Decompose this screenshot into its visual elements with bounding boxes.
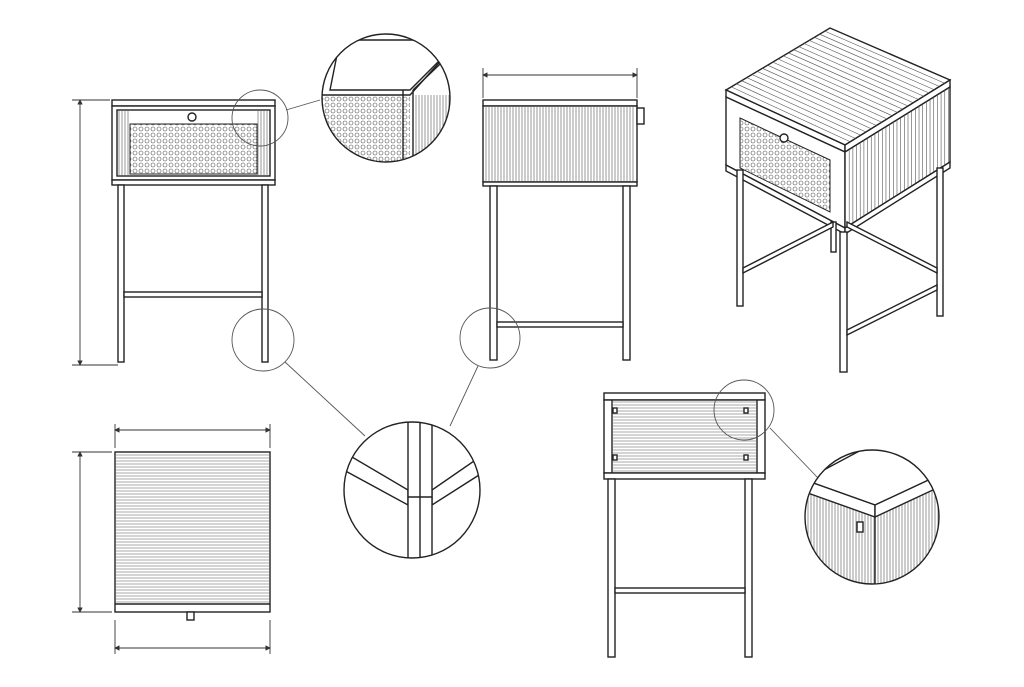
- crossbar: [496, 321, 624, 328]
- detail-marker-corner: [231, 89, 289, 147]
- detail-corner-cane: [285, 33, 451, 163]
- hatch-line: [793, 49, 914, 104]
- hatch-line: [824, 30, 945, 84]
- frame-rail: [111, 179, 276, 186]
- hatch-line: [788, 52, 909, 107]
- hatch-line: [777, 58, 898, 113]
- frame-rail: [482, 181, 638, 187]
- crossbar: [123, 291, 263, 298]
- leg: [936, 167, 944, 317]
- tabletop: [111, 99, 276, 107]
- hatch-line: [757, 71, 877, 126]
- hatch-line: [783, 55, 903, 110]
- crossbar: [614, 587, 746, 594]
- isometric-view: [724, 27, 952, 373]
- hatch-line: [736, 83, 856, 139]
- back-panel: [603, 399, 766, 474]
- leg-right: [622, 185, 631, 361]
- cane-panel: [739, 117, 831, 213]
- side-panel: [482, 105, 638, 183]
- hatch-line: [746, 77, 867, 133]
- hatch-line: [741, 80, 861, 136]
- back-view: [603, 379, 775, 658]
- cane-panel: [129, 123, 258, 175]
- leg-right: [744, 478, 753, 658]
- top-view: [72, 424, 271, 654]
- tabletop-plan: [114, 451, 271, 613]
- detail-marker-corner: [713, 379, 775, 441]
- tabletop: [482, 99, 638, 107]
- hatch-line: [809, 40, 930, 94]
- leg-right: [261, 184, 269, 363]
- tabletop: [603, 392, 766, 401]
- hatch-line: [814, 37, 935, 91]
- hatch-line: [767, 64, 888, 120]
- hatch-line: [751, 74, 872, 130]
- hatch-line: [772, 61, 893, 117]
- front-view: [72, 89, 295, 372]
- hatch-line: [731, 86, 851, 143]
- side-view: [459, 68, 645, 369]
- leg-left: [607, 478, 616, 658]
- drawer-knob: [779, 133, 789, 143]
- leg-left: [117, 184, 125, 363]
- leg-left: [489, 185, 498, 361]
- detail-back-corner: [769, 427, 940, 585]
- drawer-knob: [187, 112, 197, 122]
- hatch-line: [762, 68, 882, 123]
- drawer-knob: [636, 107, 645, 125]
- leg: [839, 231, 848, 373]
- hatch-line: [803, 43, 924, 97]
- detail-marker-leg: [459, 307, 521, 369]
- frame-rail: [603, 472, 766, 480]
- detail-marker-leg: [231, 308, 295, 372]
- detail-leg-joint: [284, 361, 481, 559]
- leg: [736, 169, 744, 307]
- drawer-knob: [186, 611, 195, 621]
- hatch-line: [819, 33, 940, 87]
- hatch-line: [798, 46, 919, 100]
